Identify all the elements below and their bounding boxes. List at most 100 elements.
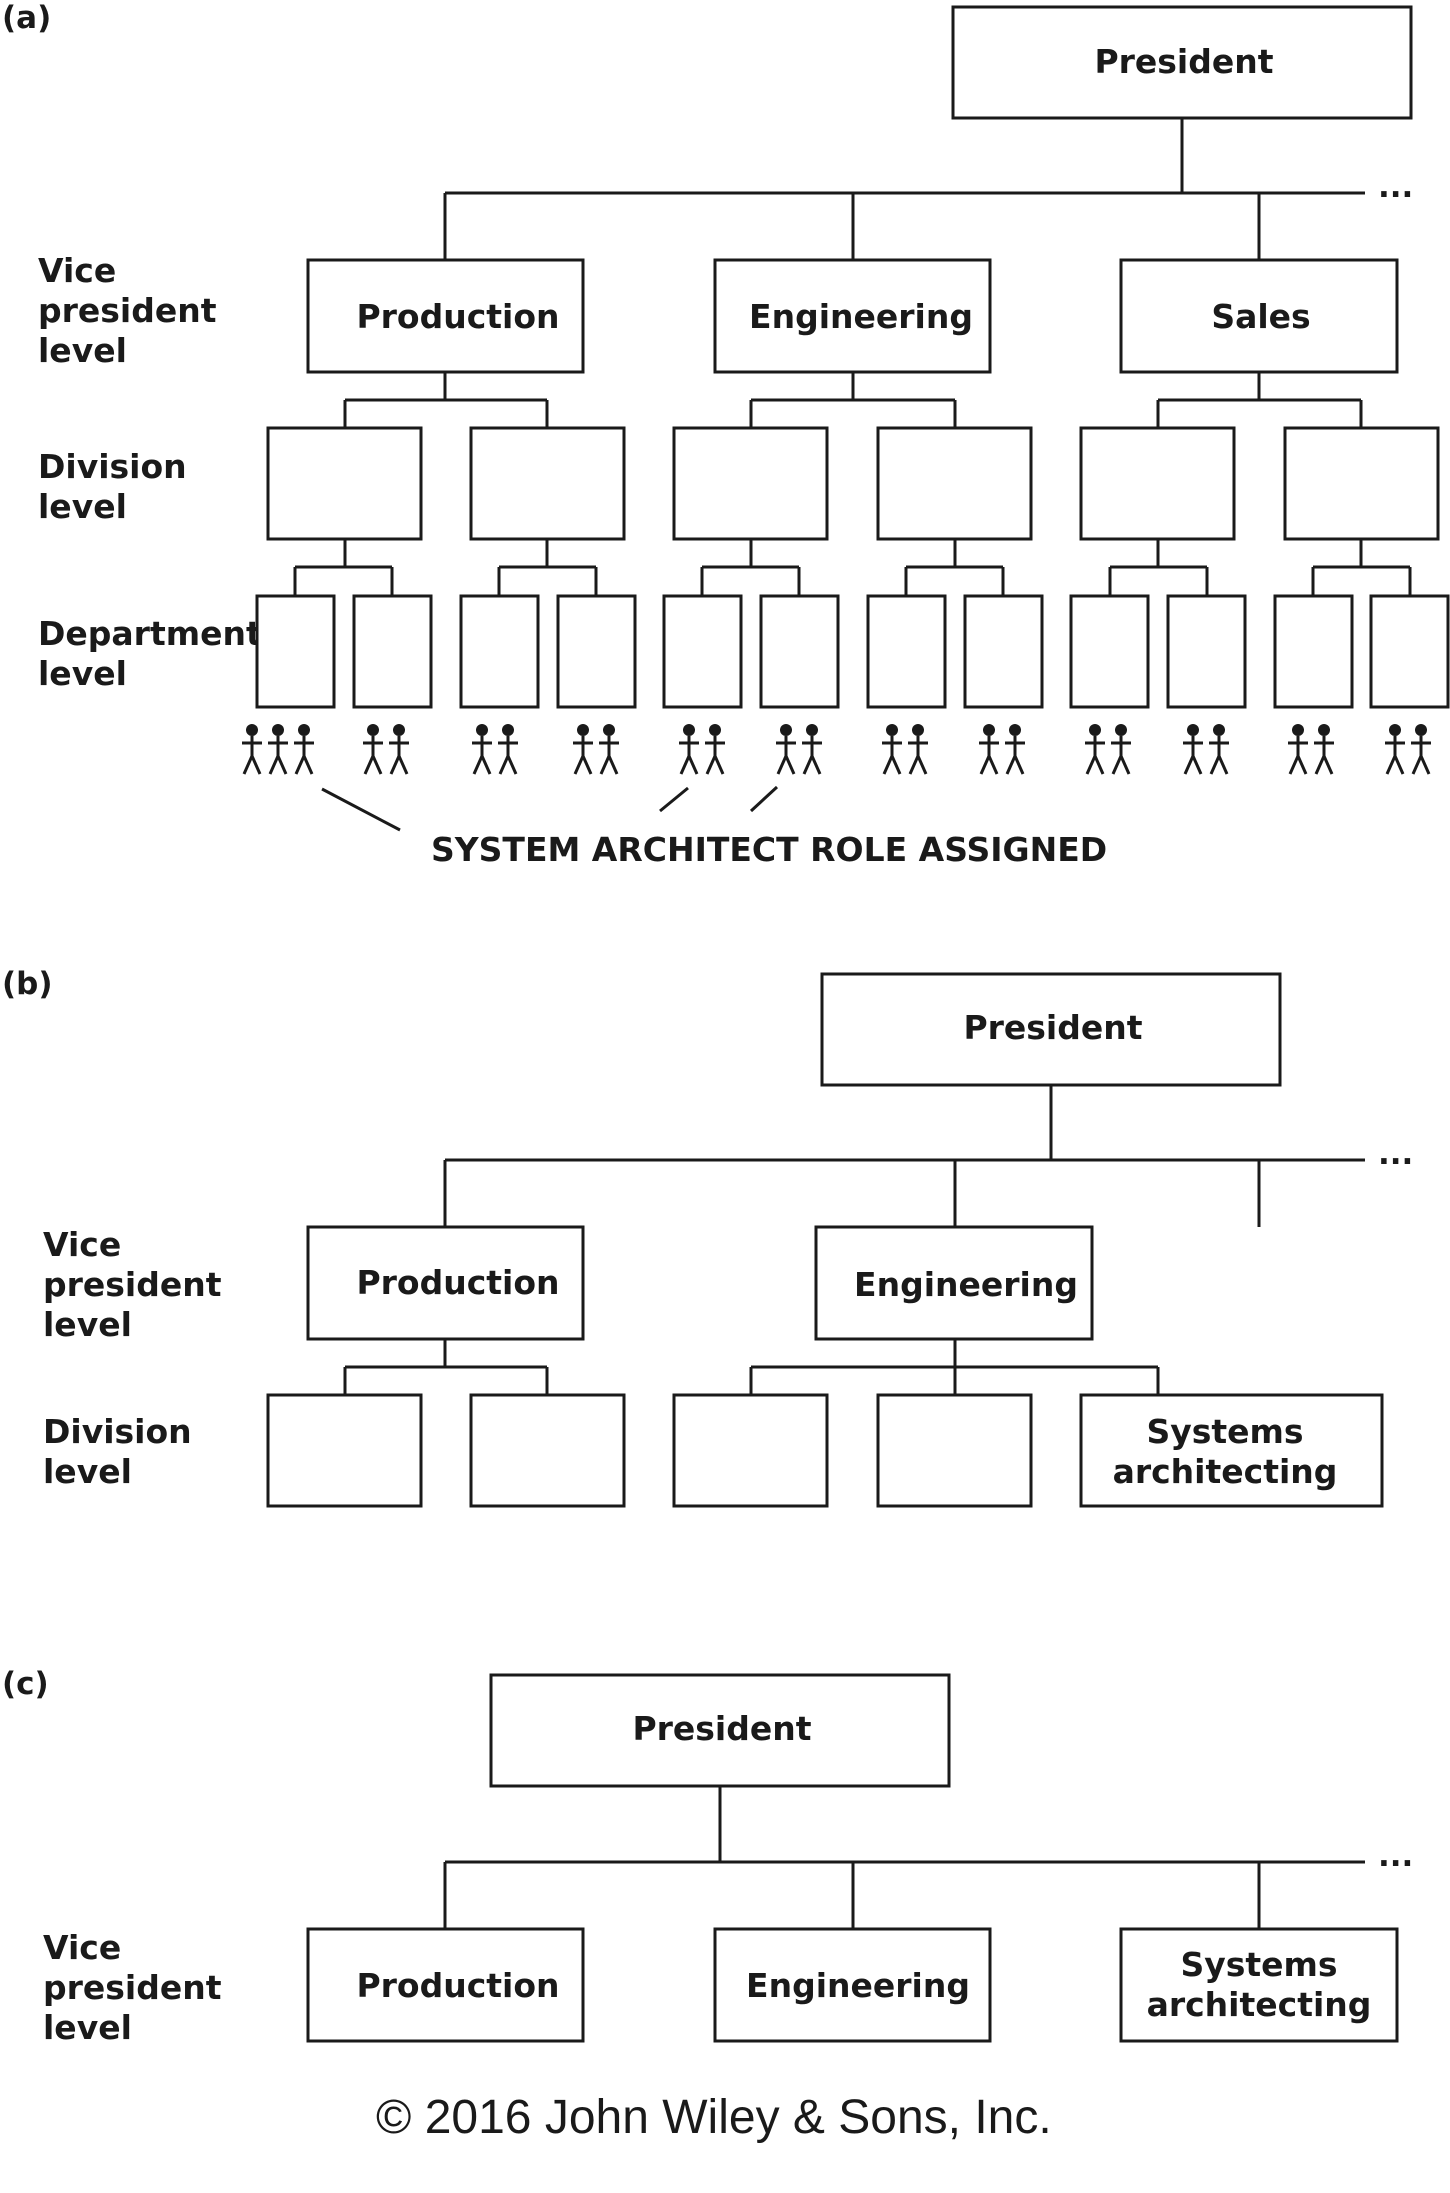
staff-person-icon (802, 724, 822, 775)
systems-division-label-b-1: Systems (1146, 1412, 1303, 1451)
systems-vp-label-c-1: Systems (1180, 1945, 1337, 1984)
staff-person-icon (908, 724, 928, 775)
vp-level-label-a-2: president (38, 291, 217, 330)
division-box-b-4 (876, 1393, 1033, 1508)
department-box-a-6 (759, 594, 840, 709)
pointer-line-a-2 (659, 786, 689, 813)
division-box-a-5 (1079, 426, 1236, 541)
vp-box-engineering-c (713, 1927, 992, 2043)
pointer-line-a-1 (321, 787, 401, 832)
vp-label-engineering-a: Engineering (749, 297, 973, 336)
vp-level-label-a-3: level (38, 331, 127, 370)
staff-person-icon (268, 724, 288, 775)
systems-division-label-b-2: architecting (1113, 1452, 1338, 1491)
connector-division-dept-a-6 (1311, 539, 1412, 596)
vp-level-label-c-1: Vice (43, 1928, 121, 1967)
connector-president-vp-c (443, 1786, 1365, 1929)
vp-box-systems-architecting-c (1119, 1927, 1399, 2043)
panel-b: (b) President ... Vice president level D… (2, 966, 1413, 1508)
division-box-systems-architecting-b (1079, 1393, 1384, 1508)
division-box-a-1 (266, 426, 423, 541)
staff-person-icon (1209, 724, 1229, 775)
vp-level-label-a-1: Vice (38, 251, 116, 290)
connector-engineering-division-a (749, 372, 957, 428)
department-box-a-2 (352, 594, 433, 709)
ellipsis-a: ... (1378, 169, 1413, 205)
staff-person-icon (1111, 724, 1131, 775)
vp-level-label-c-2: president (43, 1968, 222, 2007)
staff-person-icon (472, 724, 492, 775)
department-box-a-8 (963, 594, 1044, 709)
staff-person-icon (294, 724, 314, 775)
pointer-line-a-3 (749, 785, 779, 813)
connector-sales-division-a (1156, 372, 1363, 428)
staff-person-icon (1085, 724, 1105, 775)
staff-person-icon (1385, 724, 1405, 775)
panel-c: (c) President ... Vice president level P… (2, 1666, 1413, 2047)
connector-division-dept-a-2 (497, 539, 598, 596)
connector-division-dept-a-3 (700, 539, 801, 596)
division-level-label-b-1: Division (43, 1412, 192, 1451)
division-box-a-4 (876, 426, 1033, 541)
staff-person-icon (776, 724, 796, 775)
vp-label-engineering-b: Engineering (854, 1265, 1078, 1304)
staff-person-icon (705, 724, 725, 775)
systems-vp-label-c-2: architecting (1147, 1985, 1372, 2024)
president-label-b: President (963, 1008, 1142, 1047)
vp-box-production-b (306, 1225, 585, 1341)
panel-a-tag: (a) (2, 0, 51, 36)
staff-person-icon (1005, 724, 1025, 775)
department-box-a-9 (1069, 594, 1150, 709)
president-label-c: President (632, 1709, 811, 1748)
department-box-a-3 (459, 594, 540, 709)
vp-level-label-b-1: Vice (43, 1225, 121, 1264)
vp-level-label-c-3: level (43, 2008, 132, 2047)
staff-person-icon (1314, 724, 1334, 775)
connector-production-division-b (343, 1339, 549, 1395)
copyright-notice: © 2016 John Wiley & Sons, Inc. (376, 2091, 1052, 2144)
staff-person-icon (1183, 724, 1203, 775)
department-level-label-a-1: Department (38, 614, 262, 653)
division-level-label-b-2: level (43, 1452, 132, 1491)
vp-level-label-b-3: level (43, 1305, 132, 1344)
panel-a: (a) President ... Vice president level D… (2, 0, 1450, 869)
connector-engineering-division-b (749, 1339, 1160, 1395)
staff-figures (242, 724, 1431, 775)
division-box-a-3 (672, 426, 829, 541)
department-box-a-11 (1273, 594, 1354, 709)
vp-label-engineering-c: Engineering (746, 1966, 970, 2005)
ellipsis-c: ... (1378, 1838, 1413, 1874)
department-box-a-5 (662, 594, 743, 709)
vp-label-sales-a: Sales (1211, 297, 1310, 336)
panel-b-tag: (b) (2, 966, 53, 1002)
president-label-a: President (1094, 42, 1273, 81)
staff-person-icon (242, 724, 262, 775)
staff-person-icon (1411, 724, 1431, 775)
system-architect-annotation: SYSTEM ARCHITECT ROLE ASSIGNED (431, 830, 1107, 869)
division-level-label-a-2: level (38, 487, 127, 526)
department-box-a-1 (255, 594, 336, 709)
staff-person-icon (679, 724, 699, 775)
department-box-a-12 (1369, 594, 1450, 709)
department-box-a-4 (556, 594, 637, 709)
staff-person-icon (882, 724, 902, 775)
department-box-a-10 (1166, 594, 1247, 709)
ellipsis-b: ... (1378, 1136, 1413, 1172)
division-box-a-6 (1283, 426, 1440, 541)
division-box-b-2 (469, 1393, 626, 1508)
department-level-label-a-2: level (38, 654, 127, 693)
division-box-a-2 (469, 426, 626, 541)
panel-c-tag: (c) (2, 1666, 49, 1702)
staff-person-icon (599, 724, 619, 775)
connector-president-vp-b (443, 1085, 1365, 1227)
division-box-b-1 (266, 1393, 423, 1508)
vp-label-production-a: Production (356, 297, 559, 336)
staff-person-icon (363, 724, 383, 775)
department-box-a-7 (866, 594, 947, 709)
staff-person-icon (979, 724, 999, 775)
staff-person-icon (498, 724, 518, 775)
staff-person-icon (389, 724, 409, 775)
connector-division-dept-a-5 (1108, 539, 1209, 596)
connector-division-dept-a-1 (293, 539, 394, 596)
